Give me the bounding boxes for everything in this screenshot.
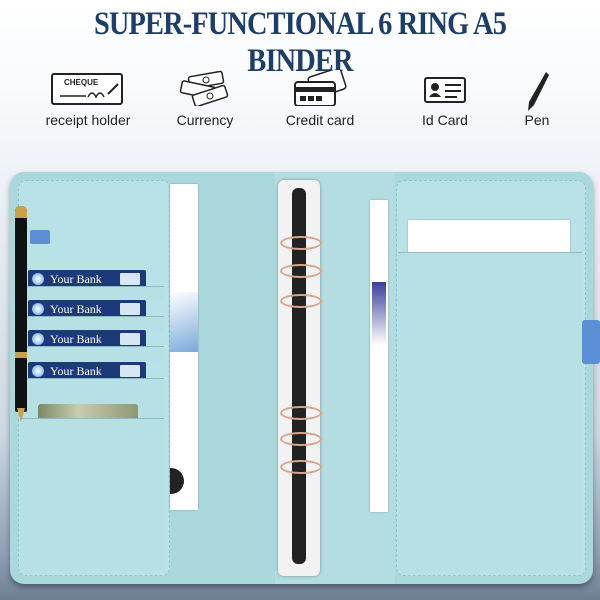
feature-currency: Currency [160,70,250,128]
paper-print [170,292,198,352]
feature-label: receipt holder [45,112,131,128]
feature-pen: Pen [505,70,569,128]
pen-band [15,352,27,358]
feature-credit-card: Credit card [275,70,365,128]
card-slot-card: Your Bank [28,300,146,318]
cheque-icon-text: CHEQUE [64,78,99,87]
globe-icon [32,273,44,285]
credit-card-icon [294,70,347,106]
feature-label: Credit card [285,112,355,128]
card-slot-card: Your Bank [28,330,146,348]
pen-icon [528,72,549,111]
card-chip [120,303,140,315]
feature-receipt-holder: CHEQUE receipt holder [38,70,138,128]
id-card-icon [424,77,466,103]
card-pocket [22,346,164,361]
globe-icon [32,333,44,345]
cash-pocket-front [22,418,164,569]
card-pocket [22,286,164,301]
right-pocket [398,252,582,573]
pen [15,206,27,412]
globe-icon [32,365,44,377]
binder-ring [280,294,322,308]
card-label: Your Bank [50,332,102,346]
globe-icon [32,303,44,315]
binder-ring [280,432,322,446]
card-chip [120,273,140,285]
binder-ring [280,264,322,278]
binder-ring [280,406,322,420]
card-chip [120,333,140,345]
pen-loop [30,230,50,244]
paper-logo [170,468,184,494]
feature-id-card: Id Card [400,70,490,128]
card-chip [120,365,140,377]
closure-strap [582,320,600,364]
pen-cap-top [15,206,27,218]
cheque-icon: CHEQUE [51,73,123,105]
id-card-slot-paper [408,220,570,256]
feature-label: Currency [176,112,234,128]
feature-label: Id Card [422,112,468,128]
currency-icon [179,70,229,106]
binder: Your Bank Your Bank Your Bank Your Bank [10,172,600,584]
card-slot-card: Your Bank [28,362,146,380]
pen-nib [17,408,25,422]
page-title: SUPER-FUNCTIONAL 6 RING A5 BINDER [93,6,507,79]
paper-print [372,282,386,372]
binder-ring [280,236,322,250]
card-label: Your Bank [50,272,102,286]
feature-label: Pen [524,112,550,128]
card-label: Your Bank [50,364,102,378]
card-pocket [22,316,164,331]
binder-ring [280,460,322,474]
card-label: Your Bank [50,302,102,316]
card-slot-card: Your Bank [28,270,146,288]
